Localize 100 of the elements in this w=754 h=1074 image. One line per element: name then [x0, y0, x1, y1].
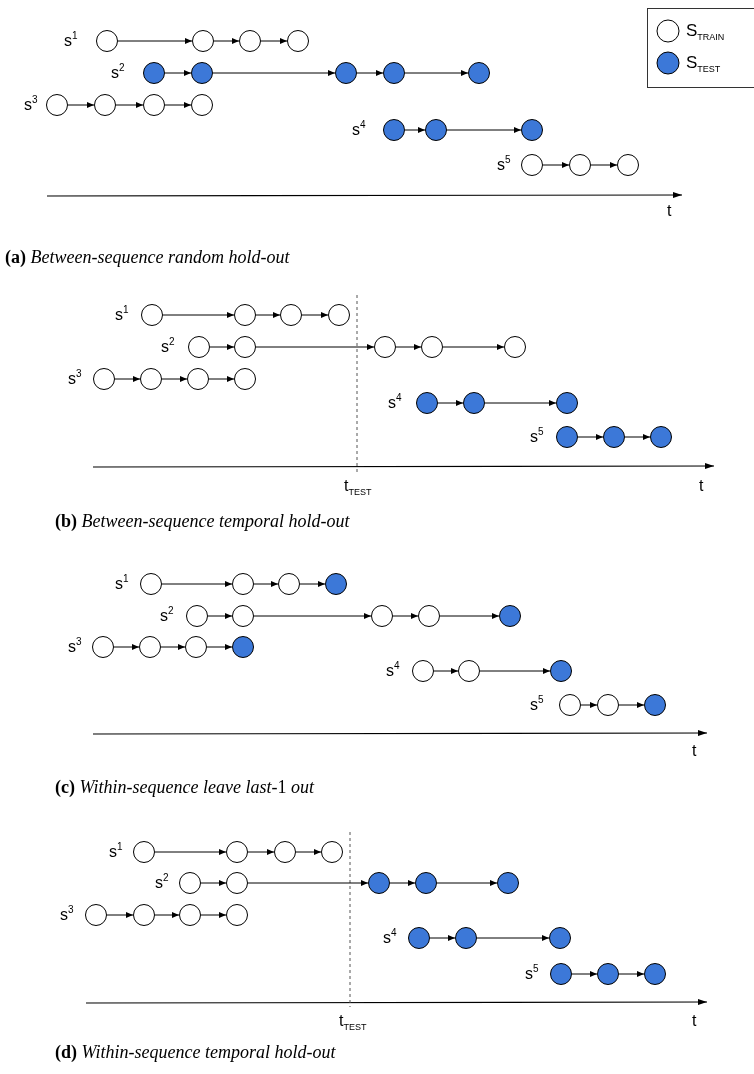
arrow: [590, 162, 618, 168]
train-event-circle: [179, 904, 201, 926]
arrow: [200, 880, 227, 886]
arrow: [154, 912, 180, 918]
train-event-circle: [185, 636, 207, 658]
train-event-circle: [374, 336, 396, 358]
arrow: [295, 849, 322, 855]
arrow: [404, 127, 426, 133]
train-event-circle: [280, 304, 302, 326]
train-event-circle: [234, 304, 256, 326]
train-event-circle: [421, 336, 443, 358]
sequence-label: s$^{5}$: [530, 695, 544, 713]
train-event-circle: [192, 30, 214, 52]
threshold-label: t$_{TEST}$: [344, 478, 372, 497]
train-event-circle: [278, 573, 300, 595]
arrow: [392, 613, 419, 619]
arrow: [299, 581, 326, 587]
sequence-label: s$^{3}$: [60, 905, 74, 923]
arrow: [208, 376, 235, 382]
arrow: [446, 127, 522, 133]
arrow: [580, 702, 598, 708]
axis-label: t: [699, 478, 704, 494]
test-event-circle: [603, 426, 625, 448]
arrow: [206, 644, 233, 650]
panel-caption: (c) Within-sequence leave last-1 out: [55, 778, 314, 796]
sequence-label: s$^{4}$: [352, 120, 366, 138]
train-event-circle: [418, 605, 440, 627]
train-event-circle: [274, 841, 296, 863]
panel-caption: (d) Within-sequence temporal hold-out: [55, 1043, 336, 1061]
train-event-circle: [85, 904, 107, 926]
arrow: [164, 102, 192, 108]
sequence-label: s$^{5}$: [497, 155, 511, 173]
train-event-circle: [504, 336, 526, 358]
test-event-circle: [468, 62, 490, 84]
arrow: [253, 613, 372, 619]
arrow: [200, 912, 227, 918]
arrow: [207, 613, 233, 619]
arrow: [618, 971, 645, 977]
train-event-circle: [226, 904, 248, 926]
sequence-label: s$^{3}$: [68, 637, 82, 655]
train-event-circle: [133, 841, 155, 863]
train-event-circle: [133, 904, 155, 926]
sequence-label: s$^{2}$: [155, 873, 169, 891]
arrow: [162, 312, 235, 318]
train-event-circle: [328, 304, 350, 326]
sequence-label: s$^{1}$: [109, 842, 123, 860]
sequence-label: s$^{3}$: [24, 95, 38, 113]
axis-label: t: [667, 203, 672, 219]
axis-label: t: [692, 1013, 697, 1029]
train-event-circle: [234, 368, 256, 390]
panel-caption: (b) Between-sequence temporal hold-out: [55, 512, 350, 530]
arrow: [161, 581, 233, 587]
arrow: [301, 312, 329, 318]
arrow: [484, 400, 557, 406]
test-event-circle: [335, 62, 357, 84]
arrow: [437, 400, 464, 406]
test-event-circle: [455, 927, 477, 949]
test-event-circle: [325, 573, 347, 595]
test-event-circle: [191, 62, 213, 84]
threshold-label: t$_{TEST}$: [339, 1013, 367, 1032]
train-event-circle: [188, 336, 210, 358]
train-event-circle: [232, 573, 254, 595]
arrow: [255, 312, 281, 318]
arrow: [115, 102, 144, 108]
sequence-label: s$^{2}$: [111, 63, 125, 81]
train-event-circle: [234, 336, 256, 358]
arrow: [213, 38, 240, 44]
train-event-circle: [187, 368, 209, 390]
legend-label: S$_{TRAIN}$: [686, 20, 725, 42]
sequence-label: s$^{4}$: [386, 661, 400, 679]
train-event-circle: [139, 636, 161, 658]
train-event-circle: [46, 94, 68, 116]
train-event-circle: [617, 154, 639, 176]
arrow: [212, 70, 336, 76]
arrow: [154, 849, 227, 855]
arrow: [164, 70, 192, 76]
arrow: [247, 849, 275, 855]
test-event-circle: [415, 872, 437, 894]
test-event-circle: [556, 392, 578, 414]
arrow: [255, 344, 375, 350]
test-event-circle: [497, 872, 519, 894]
arrow: [439, 613, 500, 619]
test-event-circle: [597, 963, 619, 985]
test-event-circle: [644, 694, 666, 716]
train-event-circle: [232, 605, 254, 627]
train-event-circle: [287, 30, 309, 52]
arrow: [209, 344, 235, 350]
test-event-circle: [499, 605, 521, 627]
arrow: [542, 162, 570, 168]
sequence-label: s$^{5}$: [525, 964, 539, 982]
sequence-label: s$^{1}$: [115, 574, 129, 592]
test-event-circle: [556, 426, 578, 448]
train-event-circle: [179, 872, 201, 894]
arrow: [389, 880, 416, 886]
test-event-circle: [143, 62, 165, 84]
arrow: [356, 70, 384, 76]
arrow: [67, 102, 95, 108]
panel-caption: (a) Between-sequence random hold-out: [5, 248, 290, 266]
test-event-circle: [232, 636, 254, 658]
train-event-circle: [226, 872, 248, 894]
